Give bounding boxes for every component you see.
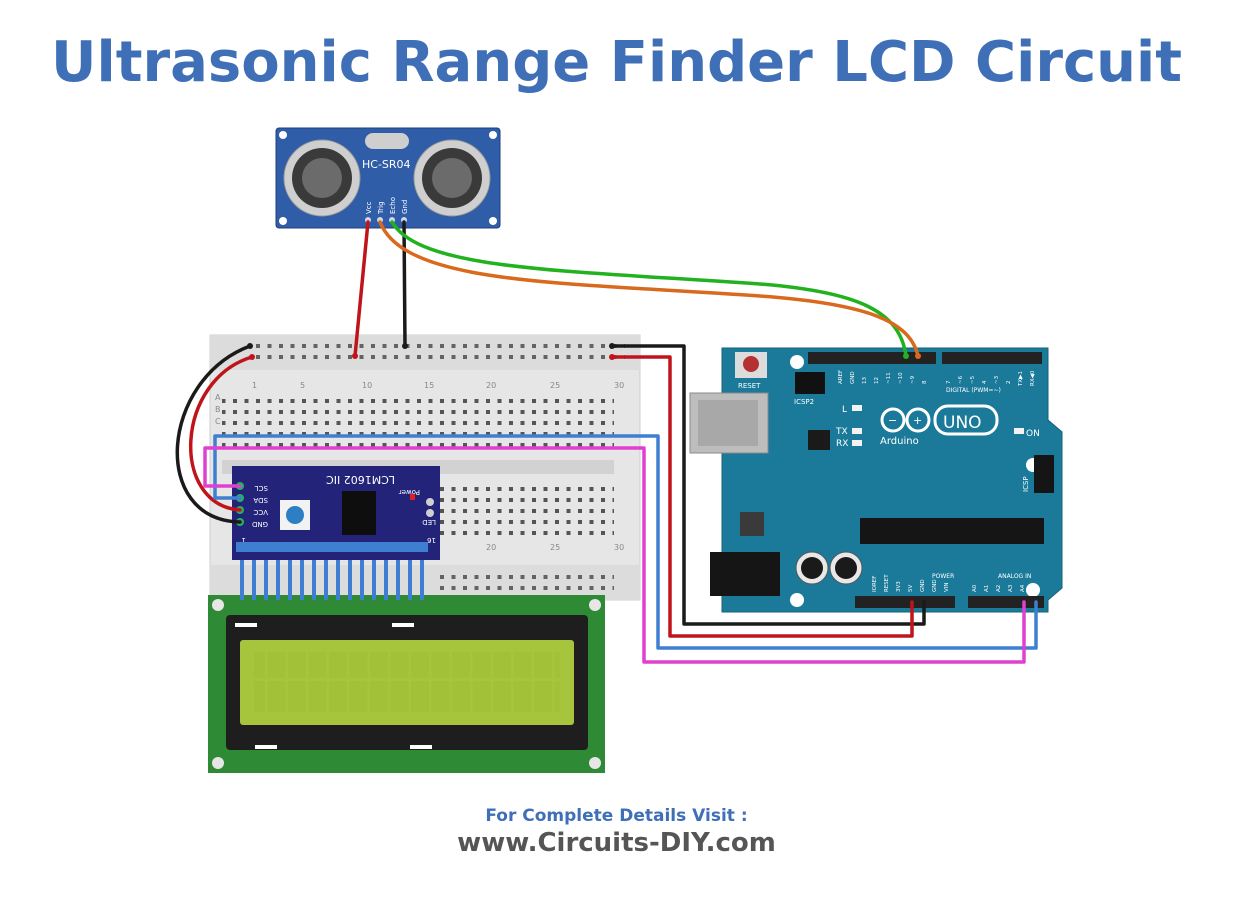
- visit-label: For Complete Details Visit :: [485, 806, 748, 826]
- i2c-led-label: LED: [422, 518, 436, 526]
- wire-i2c-sda: [213, 434, 1038, 650]
- led-tx-label: TX: [835, 427, 848, 437]
- lcd-display: [208, 595, 605, 773]
- i2c-pin-label: SCL: [255, 484, 268, 492]
- power-pin-label: RESET: [884, 574, 890, 592]
- power-pin-label: VIN: [944, 583, 950, 593]
- digital-pin-label: TX▶1: [1018, 371, 1024, 387]
- i2c-module: LCM1602 IIC SCL SDA VCC GND Power LED 1 …: [232, 466, 440, 560]
- icsp2-label: ICSP2: [794, 398, 814, 406]
- power-header-label: POWER: [932, 573, 954, 580]
- digital-pin-label: 7: [946, 380, 952, 384]
- wire-sensor-vcc: [353, 220, 370, 358]
- sensor-pin-label: Echo: [389, 197, 397, 214]
- wire-i2c-vcc: [188, 355, 254, 512]
- digital-pin-label: 13: [862, 377, 868, 384]
- wire-rail-5v: [610, 355, 914, 638]
- i2c-pin-label: SDA: [253, 496, 268, 504]
- digital-pin-label: ~6: [958, 375, 964, 384]
- wire-rail-gnd: [610, 344, 926, 626]
- reset-label: RESET: [738, 382, 761, 390]
- digital-header-label: DIGITAL (PWM=~): [946, 387, 1001, 394]
- i2c-pin-label: GND: [252, 520, 268, 528]
- power-pin-label: IOREF: [872, 576, 878, 592]
- arduino-brand-label: Arduino: [880, 436, 919, 447]
- transducer-left: [283, 139, 361, 217]
- digital-pin-label: AREF: [838, 370, 844, 384]
- col-number: 30: [614, 381, 624, 390]
- led-l-label: L: [842, 405, 847, 415]
- analog-pin-label: A0: [972, 584, 978, 592]
- power-pin-label: GND: [920, 579, 926, 592]
- digital-pin-label: ~5: [970, 375, 976, 384]
- svg-text:−: −: [888, 414, 897, 427]
- transducer-right: [413, 139, 491, 217]
- digital-pin-label: ~10: [898, 372, 904, 384]
- power-pin-label: 3V3: [896, 581, 902, 592]
- analog-pin-label: A2: [996, 585, 1002, 592]
- row-letter: A: [215, 393, 221, 402]
- col-number: 10: [362, 381, 372, 390]
- digital-pin-label: 2: [1006, 381, 1012, 385]
- analog-pin-label: A4: [1020, 584, 1026, 592]
- digital-pin-label: RX◀0: [1030, 370, 1036, 386]
- sensor-pin-label: Vcc: [365, 201, 373, 214]
- arduino-logo-icon: − +: [880, 404, 999, 436]
- digital-pin-label: ~3: [994, 375, 1000, 384]
- i2c-pin-label: VCC: [253, 508, 268, 516]
- wire-ends: [247, 343, 921, 360]
- digital-pin-label: 12: [874, 377, 880, 384]
- wires: [175, 220, 1038, 664]
- col-number: 20: [486, 543, 496, 552]
- power-pin-label: 5V: [908, 585, 914, 592]
- arduino-uno: RESET ICSP2 L TX RX ON: [689, 347, 1063, 613]
- wire-sensor-trig: [378, 220, 920, 358]
- page-title: Ultrasonic Range Finder LCD Circuit: [51, 30, 1182, 95]
- row-letter: C: [215, 417, 221, 426]
- wire-sensor-gnd: [402, 220, 407, 348]
- digital-pin-label: 4: [982, 380, 988, 384]
- i2c-pin-first-label: 1: [242, 536, 246, 544]
- power-pin-label: GND: [932, 579, 938, 592]
- led-on-label: ON: [1026, 429, 1040, 439]
- i2c-power-label: Power: [399, 488, 420, 496]
- col-number: 30: [614, 543, 624, 552]
- analog-pin-label: A5: [1032, 584, 1038, 592]
- col-number: 1: [252, 381, 257, 390]
- led-rx-label: RX: [836, 439, 848, 449]
- analog-header-label: ANALOG IN: [998, 573, 1031, 580]
- wire-sensor-echo: [390, 220, 908, 358]
- wire-i2c-gnd: [175, 344, 252, 524]
- icsp-label: ICSP: [1022, 476, 1030, 492]
- sensor-pin-label: Trig: [377, 201, 385, 215]
- col-number: 20: [486, 381, 496, 390]
- i2c-pin-last-label: 16: [427, 536, 436, 544]
- sensor-model-label: HC-SR04: [362, 158, 411, 171]
- analog-pin-label: A3: [1008, 584, 1014, 592]
- col-number: 25: [550, 543, 560, 552]
- row-letter: B: [215, 405, 221, 414]
- col-number: 15: [424, 381, 434, 390]
- breadboard-column-numbers: 1 5 10 15 20 25 30 20 25 30 A B C: [215, 381, 624, 552]
- digital-pin-label: ~9: [910, 375, 916, 384]
- ultrasonic-sensor: HC-SR04 Vcc Trig Echo Gnd: [275, 127, 501, 229]
- i2c-module-label: LCM1602 IIC: [326, 473, 395, 486]
- wire-i2c-scl: [203, 446, 1026, 664]
- col-number: 25: [550, 381, 560, 390]
- analog-pin-label: A1: [984, 585, 990, 592]
- digital-pin-label: 8: [922, 380, 928, 384]
- website-link[interactable]: www.Circuits-DIY.com: [457, 828, 776, 858]
- digital-pin-label: ~11: [886, 372, 892, 384]
- digital-pin-label: GND: [850, 371, 856, 384]
- col-number: 5: [300, 381, 305, 390]
- arduino-model-label: UNO: [943, 413, 982, 433]
- svg-text:+: +: [913, 414, 922, 427]
- sensor-pin-label: Gnd: [401, 200, 409, 214]
